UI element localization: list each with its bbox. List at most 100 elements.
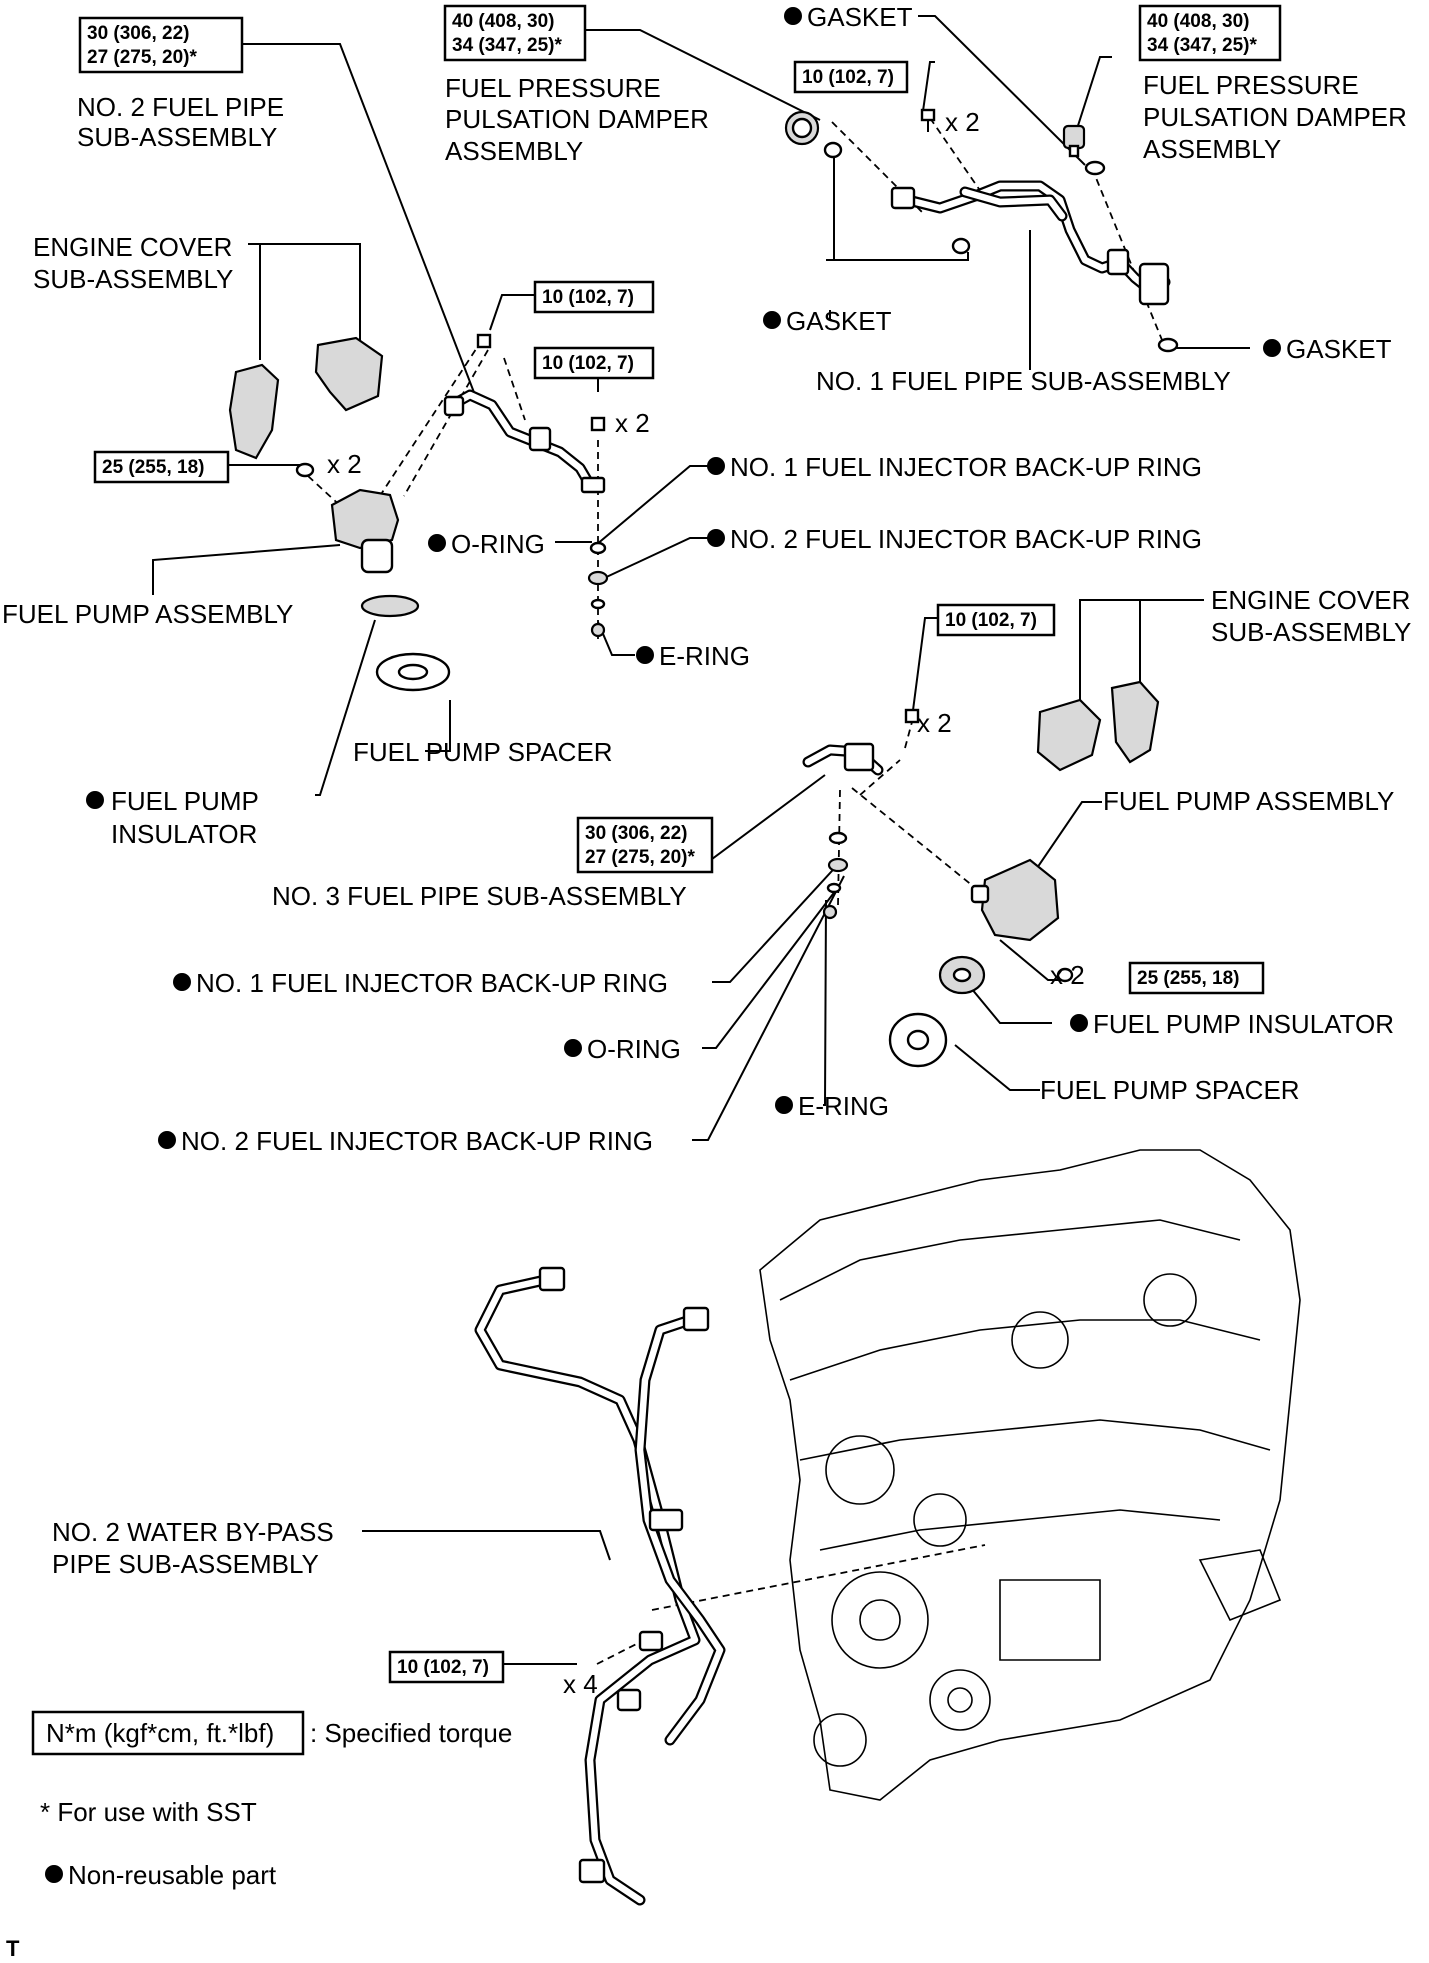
mult-water: x 4 <box>563 1669 598 1699</box>
torque-box-t-mid-bolt-b: 10 (102, 7) <box>533 346 655 380</box>
nonreusable-dot <box>564 1039 582 1057</box>
torque-box-frame <box>388 1650 505 1684</box>
torque-value: 25 (255, 18) <box>1137 968 1239 989</box>
torque-box-frame <box>936 603 1056 637</box>
nonreusable-dot <box>173 973 191 991</box>
legend: N*m (kgf*cm, ft.*lbf) : Specified torque… <box>31 1710 512 1890</box>
svg-text:x 2: x 2 <box>615 408 650 438</box>
leader-lines <box>152 15 1250 1665</box>
label-water-bypass-2: PIPE SUB-ASSEMBLY <box>52 1549 319 1579</box>
svg-text:FUEL PUMP: FUEL PUMP <box>111 786 259 816</box>
label-engine-cover-r-2: SUB-ASSEMBLY <box>1211 617 1411 647</box>
label-engine-cover-l-1: ENGINE COVER <box>33 232 232 262</box>
label-engine-cover-l-2: SUB-ASSEMBLY <box>33 264 233 294</box>
svg-text:PIPE SUB-ASSEMBLY: PIPE SUB-ASSEMBLY <box>52 1549 319 1579</box>
label-damper-l-3: ASSEMBLY <box>445 136 583 166</box>
label-no2-fuel-pipe-2: SUB-ASSEMBLY <box>77 122 277 152</box>
svg-text:: Specified torque: : Specified torque <box>310 1718 512 1748</box>
torque-value: 25 (255, 18) <box>102 457 204 478</box>
torque-value: 10 (102, 7) <box>945 610 1037 631</box>
svg-text:Non-reusable part: Non-reusable part <box>68 1860 277 1890</box>
svg-text:ENGINE COVER: ENGINE COVER <box>1211 585 1410 615</box>
nonreusable-dot <box>1263 339 1281 357</box>
svg-text:ASSEMBLY: ASSEMBLY <box>445 136 583 166</box>
label-insulator-l-2: INSULATOR <box>111 819 257 849</box>
torque-box-frame <box>576 816 714 874</box>
svg-text:NO. 3 FUEL PIPE SUB-ASSEMBLY: NO. 3 FUEL PIPE SUB-ASSEMBLY <box>272 881 687 911</box>
svg-text:SUB-ASSEMBLY: SUB-ASSEMBLY <box>1211 617 1411 647</box>
pulsation-damper-right <box>1062 124 1179 353</box>
pump-insulator-spacer-left <box>360 594 451 692</box>
svg-text:NO. 1 FUEL PIPE SUB-ASSEMBLY: NO. 1 FUEL PIPE SUB-ASSEMBLY <box>816 366 1231 396</box>
svg-text:FUEL PUMP INSULATOR: FUEL PUMP INSULATOR <box>1093 1009 1394 1039</box>
torque-value: 34 (347, 25)* <box>452 35 562 56</box>
nonreusable-dot <box>428 534 446 552</box>
svg-text:E-RING: E-RING <box>659 641 750 671</box>
svg-text:* For use with SST: * For use with SST <box>40 1797 257 1827</box>
label-fuel-pump-l: FUEL PUMP ASSEMBLY <box>2 599 293 629</box>
corner-mark: T <box>6 1936 20 1961</box>
mult-mid-bolt: x 2 <box>615 408 650 438</box>
svg-text:x 2: x 2 <box>917 708 952 738</box>
svg-text:N*m (kgf*cm, ft.*lbf): N*m (kgf*cm, ft.*lbf) <box>46 1718 274 1748</box>
nonreusable-dot <box>763 311 781 329</box>
torque-box-t-no1-bolt: 10 (102, 7) <box>793 60 909 94</box>
mult-no1-bolt: x 2 <box>945 107 980 137</box>
svg-text:E-RING: E-RING <box>798 1091 889 1121</box>
svg-text:NO. 2 FUEL INJECTOR BACK-UP RI: NO. 2 FUEL INJECTOR BACK-UP RING <box>181 1126 653 1156</box>
fuel-pump-right-drawing <box>970 858 1074 983</box>
svg-text:PULSATION DAMPER: PULSATION DAMPER <box>445 104 709 134</box>
svg-text:x 2: x 2 <box>945 107 980 137</box>
torque-value: 30 (306, 22) <box>87 23 189 44</box>
torque-box-t-damper-l: 40 (408, 30) 34 (347, 25)* <box>443 4 587 62</box>
svg-text:FUEL PUMP ASSEMBLY: FUEL PUMP ASSEMBLY <box>2 599 293 629</box>
label-no1-backup-top: NO. 1 FUEL INJECTOR BACK-UP RING <box>730 452 1202 482</box>
nonreusable-dot <box>86 791 104 809</box>
label-ering-bot: E-RING <box>798 1091 889 1121</box>
torque-box-frame <box>533 280 655 314</box>
nonreusable-dot <box>784 7 802 25</box>
torque-specs: 30 (306, 22) 27 (275, 20)* 40 (408, 30) 34 … <box>78 4 1282 1684</box>
engine-cover-left-drawing <box>228 336 384 460</box>
svg-text:O-RING: O-RING <box>587 1034 681 1064</box>
legend-nonreusable: Non-reusable part <box>68 1860 277 1890</box>
svg-text:FUEL PUMP SPACER: FUEL PUMP SPACER <box>1040 1075 1300 1105</box>
label-insulator-r: FUEL PUMP INSULATOR <box>1093 1009 1394 1039</box>
svg-text:GASKET: GASKET <box>807 2 913 32</box>
injector-rings-top <box>587 541 609 638</box>
torque-value: 27 (275, 20)* <box>87 47 197 68</box>
torque-box-frame <box>533 346 655 380</box>
water-bypass-pipe-drawing <box>474 1266 726 1906</box>
mult-pump-l: x 2 <box>327 449 362 479</box>
label-fuel-pump-r: FUEL PUMP ASSEMBLY <box>1103 786 1394 816</box>
torque-box-t-pump-l: 25 (255, 18) <box>93 450 230 484</box>
label-damper-r-2: PULSATION DAMPER <box>1143 102 1407 132</box>
label-no1-backup-bot: NO. 1 FUEL INJECTOR BACK-UP RING <box>196 968 668 998</box>
label-gasket-top: GASKET <box>807 2 913 32</box>
svg-text:FUEL PUMP ASSEMBLY: FUEL PUMP ASSEMBLY <box>1103 786 1394 816</box>
label-ering-top: E-RING <box>659 641 750 671</box>
label-damper-r-1: FUEL PRESSURE <box>1143 70 1359 100</box>
engine-cover-right-drawing <box>1036 680 1160 772</box>
label-gasket-mid: GASKET <box>786 306 892 336</box>
torque-box-t-mid-r-bolt: 10 (102, 7) <box>936 603 1056 637</box>
torque-value: 40 (408, 30) <box>1147 11 1249 32</box>
mult-mid-r: x 2 <box>917 708 952 738</box>
nonreusable-dot <box>775 1096 793 1114</box>
pulsation-damper-left <box>784 110 971 255</box>
svg-text:NO. 2 WATER BY-PASS: NO. 2 WATER BY-PASS <box>52 1517 334 1547</box>
nonreusable-dot <box>45 1865 63 1883</box>
injector-rings-bottom <box>822 831 849 920</box>
torque-value: 34 (347, 25)* <box>1147 35 1257 56</box>
torque-value: 10 (102, 7) <box>542 353 634 374</box>
label-damper-l-2: PULSATION DAMPER <box>445 104 709 134</box>
torque-value: 40 (408, 30) <box>452 11 554 32</box>
bolt-no1-pipe <box>920 108 936 132</box>
label-insulator-l-1: FUEL PUMP <box>111 786 259 816</box>
label-damper-r-3: ASSEMBLY <box>1143 134 1281 164</box>
svg-text:ENGINE COVER: ENGINE COVER <box>33 232 232 262</box>
svg-text:FUEL PRESSURE: FUEL PRESSURE <box>445 73 661 103</box>
label-engine-cover-r-1: ENGINE COVER <box>1211 585 1410 615</box>
